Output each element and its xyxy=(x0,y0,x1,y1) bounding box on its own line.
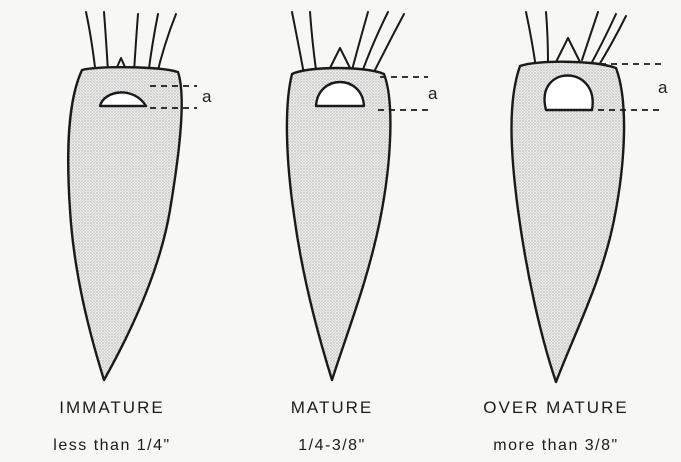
carrot-over-mature: a xyxy=(512,12,669,382)
root-body xyxy=(287,68,390,380)
stage-label-mature: MATURE xyxy=(232,398,432,418)
dimension-label: a xyxy=(658,78,668,97)
dimension-label: a xyxy=(202,87,212,106)
range-label-over-mature: more than 3/8" xyxy=(456,437,656,455)
range-label-immature: less than 1/4" xyxy=(12,437,212,455)
stage-label-immature: IMMATURE xyxy=(12,398,212,418)
carrot-immature: a xyxy=(68,12,212,380)
range-label-mature: 1/4-3/8" xyxy=(232,437,432,455)
stage-label-over-mature: OVER MATURE xyxy=(456,398,656,418)
root-body xyxy=(68,67,182,380)
dimension-label: a xyxy=(428,84,438,103)
carrot-mature: a xyxy=(287,12,438,380)
stems xyxy=(292,12,404,76)
crown-notch xyxy=(556,38,580,62)
